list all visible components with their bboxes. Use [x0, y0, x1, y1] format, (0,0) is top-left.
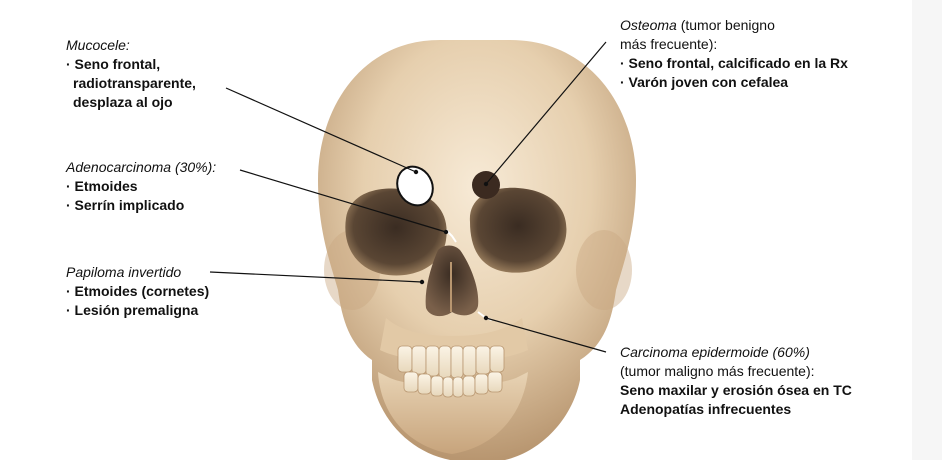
right-margin-band: [912, 0, 942, 460]
adenocarcinoma-title: Adenocarcinoma (30%):: [66, 159, 217, 175]
adenocarcinoma-annotation: Adenocarcinoma (30%): · Etmoides · Serrí…: [66, 158, 216, 215]
mucocele-leader-line: [225, 87, 417, 173]
carcinoma-title: Carcinoma epidermoide (60%): [620, 344, 810, 360]
carcinoma-annotation: Carcinoma epidermoide (60%) (tumor malig…: [620, 343, 852, 419]
right-cheek-shade: [576, 230, 632, 310]
adenocarcinoma-leader-line: [239, 169, 447, 233]
osteoma-title: Osteoma: [620, 17, 677, 33]
mucocele-item-2: radiotransparente,: [73, 75, 196, 91]
papiloma-item-2: · Lesión premaligna: [66, 302, 199, 318]
carcinoma-item-1: Seno maxilar y erosión ósea en TC: [620, 382, 852, 398]
osteoma-leader-end: [483, 181, 489, 187]
adenocarcinoma-leader-end: [443, 229, 449, 235]
papiloma-item-1: · Etmoides (cornetes): [66, 283, 210, 299]
lower-teeth: [403, 371, 503, 398]
adenocarcinoma-item-2: · Serrín implicado: [66, 197, 185, 213]
osteoma-subtitle: más frecuente):: [620, 36, 718, 52]
osteoma-annotation: Osteoma (tumor benigno más frecuente): ·…: [620, 16, 848, 92]
papiloma-leader-end: [419, 279, 425, 285]
right-eye-socket: [469, 187, 567, 273]
osteoma-title-rest: (tumor benigno: [676, 17, 775, 33]
mucocele-item-1: · Seno frontal,: [66, 56, 161, 72]
osteoma-item-1: · Seno frontal, calcificado en la Rx: [620, 55, 848, 71]
osteoma-leader-line: [485, 41, 607, 185]
papiloma-leader-line: [209, 271, 423, 283]
carcinoma-leader-line: [485, 317, 607, 353]
mucocele-annotation: Mucocele: · Seno frontal, radiotranspare…: [66, 36, 196, 112]
mandible: [378, 372, 528, 454]
papiloma-annotation: Papiloma invertido · Etmoides (cornetes)…: [66, 263, 209, 320]
osteoma-item-2: · Varón joven con cefalea: [620, 74, 789, 90]
papiloma-title: Papiloma invertido: [66, 264, 182, 280]
osteoma-title-line: Osteoma (tumor benigno: [620, 16, 848, 35]
carcinoma-leader-end: [483, 315, 489, 321]
mucocele-title: Mucocele:: [66, 37, 130, 53]
mucocele-item-3: desplaza al ojo: [73, 94, 173, 110]
carcinoma-item-2: Adenopatías infrecuentes: [620, 401, 792, 417]
mucocele-lesion: [396, 165, 434, 207]
adenocarcinoma-item-1: · Etmoides: [66, 178, 138, 194]
left-eye-socket: [345, 188, 447, 276]
mucocele-leader-end: [413, 169, 419, 175]
carcinoma-subtitle: (tumor maligno más frecuente):: [620, 363, 815, 379]
